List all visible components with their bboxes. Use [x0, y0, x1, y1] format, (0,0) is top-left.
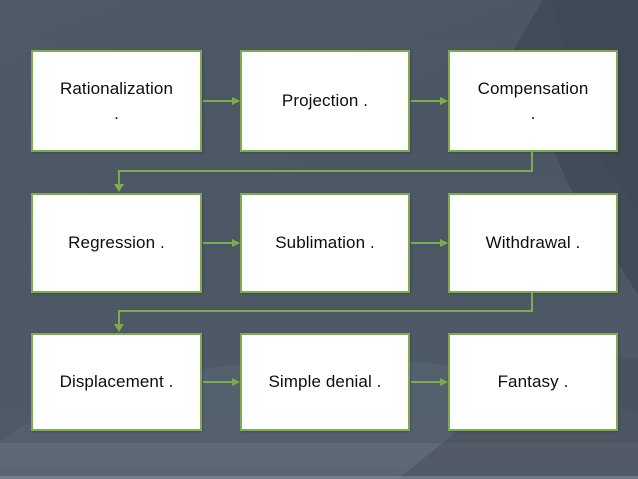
connector-elbow-vertical-left-row2 [113, 310, 124, 332]
flow-node-compensation[interactable]: Compensation . [448, 50, 618, 152]
flow-node-label: Withdrawal . [485, 233, 581, 253]
flow-node-label: Displacement . [59, 372, 174, 392]
flow-node-label: Compensation . [477, 78, 589, 124]
flow-node-label: Simple denial . [268, 372, 382, 392]
flow-node-displacement[interactable]: Displacement . [31, 333, 202, 431]
flow-node-withdrawal[interactable]: Withdrawal . [448, 193, 618, 293]
connector-arrow-rationalization-to-projection [203, 96, 240, 105]
connector-arrow-projection-to-compensation [411, 96, 448, 105]
flow-node-label: Sublimation . [275, 233, 375, 253]
flow-node-label: Regression . [68, 233, 165, 253]
flow-node-regression[interactable]: Regression . [31, 193, 202, 293]
flow-node-simple-denial[interactable]: Simple denial . [240, 333, 410, 431]
connector-arrow-displacement-to-simple-denial [203, 377, 240, 386]
connector-elbow-vertical-right-row2 [531, 293, 533, 311]
connector-elbow-horizontal-row1 [118, 170, 533, 172]
flow-node-rationalization[interactable]: Rationalization . [31, 50, 202, 152]
connector-arrow-regression-to-sublimation [203, 238, 240, 247]
flow-node-label: Fantasy . [497, 372, 569, 392]
flow-node-projection[interactable]: Projection . [240, 50, 410, 152]
connector-elbow-horizontal-row2 [118, 310, 533, 312]
connector-elbow-vertical-right-row1 [531, 152, 533, 172]
flow-node-sublimation[interactable]: Sublimation . [240, 193, 410, 293]
connector-elbow-vertical-left-row1 [113, 170, 124, 192]
connector-arrow-sublimation-to-withdrawal [411, 238, 448, 247]
background-bottom-edge-line [0, 476, 638, 479]
connector-arrow-simple-denial-to-fantasy [411, 377, 448, 386]
flow-node-fantasy[interactable]: Fantasy . [448, 333, 618, 431]
flow-node-label: Projection . [281, 91, 369, 111]
flow-node-label: Rationalization . [59, 78, 173, 124]
